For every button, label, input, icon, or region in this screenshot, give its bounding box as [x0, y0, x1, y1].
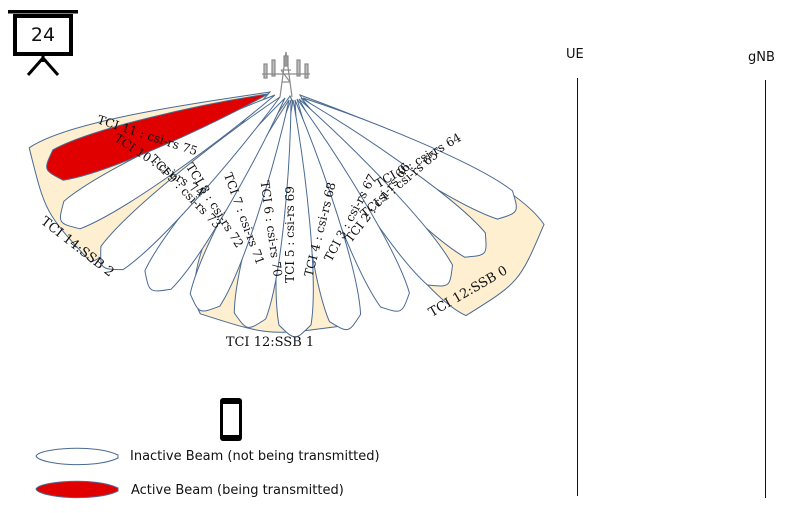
gnb-lane-label: gNB	[748, 50, 775, 65]
beam-tci-11	[46, 93, 269, 181]
legend-inactive-beam-shape	[35, 447, 119, 466]
legend-inactive-label: Inactive Beam (not being transmitted)	[130, 449, 380, 464]
beam-tci-9	[100, 96, 281, 271]
ue-lane-label: UE	[566, 47, 584, 62]
beam-label-tci-5: TCI 5 : csi-rs 69	[283, 186, 297, 283]
mobile-phone-icon	[220, 398, 242, 441]
legend-active-beam-shape	[35, 480, 119, 499]
slide-number: 24	[30, 24, 56, 46]
presentation-board-icon	[8, 10, 78, 76]
ue-lifeline	[577, 78, 578, 496]
cell-tower-icon	[262, 51, 310, 98]
legend-active-label: Active Beam (being transmitted)	[131, 483, 344, 498]
ssb-label-ssb1: TCI 12:SSB 1	[226, 335, 314, 350]
gnb-lifeline	[765, 80, 766, 498]
